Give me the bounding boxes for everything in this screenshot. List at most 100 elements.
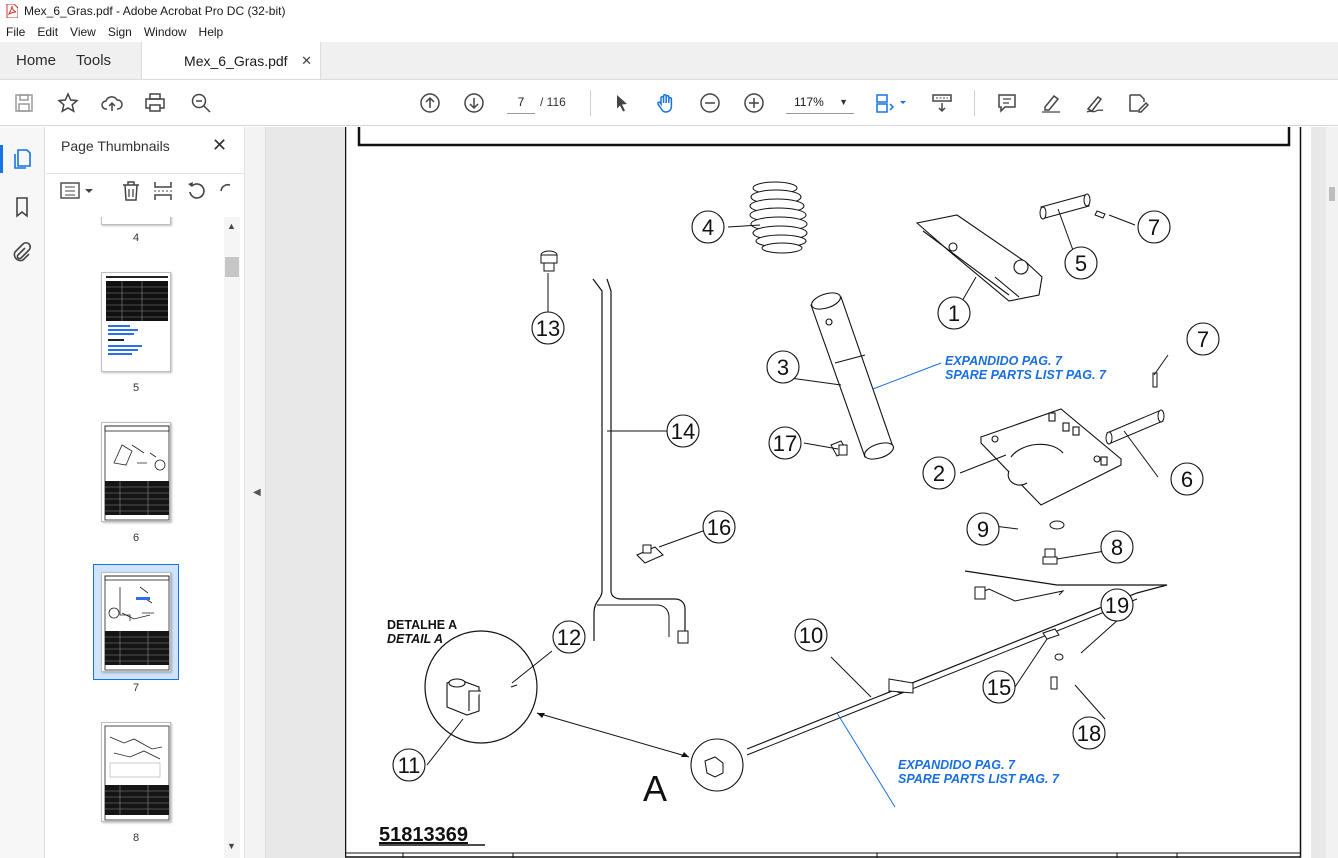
part-screw bbox=[1050, 676, 1058, 690]
scroll-up-icon[interactable]: ▲ bbox=[227, 221, 236, 231]
callout-3: 3 bbox=[777, 355, 789, 380]
print-icon[interactable] bbox=[143, 91, 167, 115]
part-arm-bracket bbox=[915, 214, 1043, 302]
callout-7b: 7 bbox=[1197, 327, 1209, 352]
page-display-icon[interactable] bbox=[874, 91, 910, 115]
rail-active-indicator bbox=[0, 145, 3, 173]
callout-18: 18 bbox=[1077, 721, 1101, 746]
tab-home[interactable]: Home bbox=[16, 52, 57, 69]
callout-12: 12 bbox=[557, 625, 581, 650]
close-tab-icon[interactable]: ✕ bbox=[301, 53, 313, 68]
highlight-pen-icon[interactable] bbox=[1039, 91, 1063, 115]
part-pipe-assembly bbox=[746, 570, 1168, 750]
menu-edit[interactable]: Edit bbox=[37, 25, 59, 39]
thumbnail-label: 5 bbox=[132, 382, 140, 394]
thumbnail-list: 4 5 bbox=[46, 217, 226, 858]
draw-sign-icon[interactable] bbox=[1083, 91, 1107, 115]
menu-help[interactable]: Help bbox=[198, 25, 224, 39]
detail-letter: A bbox=[643, 768, 667, 809]
callout-2: 2 bbox=[933, 461, 945, 486]
comment-icon[interactable] bbox=[995, 91, 1019, 115]
delete-page-icon[interactable] bbox=[120, 180, 142, 202]
callout-6: 6 bbox=[1181, 467, 1193, 492]
callout-5: 5 bbox=[1075, 251, 1087, 276]
callout-14: 14 bbox=[671, 419, 695, 444]
options-menu-icon[interactable] bbox=[60, 182, 96, 200]
upload-cloud-icon[interactable] bbox=[100, 91, 124, 115]
callout-numbers: 4 1 5 7 3 7 6 2 17 13 14 16 8 9 10 15 19… bbox=[398, 215, 1210, 778]
document-scroll-thumb[interactable] bbox=[1329, 187, 1335, 201]
page-thumbnails-panel: Page Thumbnails ✕ 4 bbox=[46, 127, 244, 858]
note-spare-parts-bottom: SPARE PARTS LIST PAG. 7 bbox=[898, 772, 1060, 786]
tab-document-label: Mex_6_Gras.pdf bbox=[184, 52, 288, 69]
page-number-input[interactable]: 7 bbox=[507, 90, 535, 114]
thumbnail-scroll-thumb[interactable] bbox=[225, 257, 239, 277]
part-fitting bbox=[830, 440, 848, 457]
callout-11: 11 bbox=[398, 753, 421, 778]
callout-13: 13 bbox=[536, 316, 560, 341]
close-panel-icon[interactable]: ✕ bbox=[212, 135, 228, 155]
insert-page-icon[interactable] bbox=[152, 180, 174, 202]
thumbnail-label: 8 bbox=[132, 832, 140, 844]
rotate-left-icon[interactable] bbox=[186, 180, 208, 202]
callout-17: 17 bbox=[773, 431, 797, 456]
panel-splitter[interactable]: ◀ bbox=[244, 127, 266, 858]
thumbnail-label: 6 bbox=[132, 532, 140, 544]
panel-title: Page Thumbnails bbox=[61, 138, 170, 154]
thumbnail-scrollbar[interactable]: ▲ ▼ bbox=[224, 217, 240, 858]
tab-bar: Home Tools Mex_6_Gras.pdf ✕ bbox=[0, 42, 1338, 80]
tab-document[interactable]: Mex_6_Gras.pdf ✕ bbox=[141, 42, 322, 79]
part-bellows bbox=[749, 181, 808, 254]
part-clamp bbox=[1042, 628, 1060, 640]
scroll-mode-icon[interactable] bbox=[930, 91, 954, 115]
save-icon[interactable] bbox=[12, 91, 36, 115]
bookmarks-icon[interactable] bbox=[10, 195, 34, 219]
callout-7a: 7 bbox=[1148, 215, 1160, 240]
bookmark-star-icon[interactable] bbox=[56, 91, 80, 115]
menu-file[interactable]: File bbox=[6, 25, 26, 39]
find-zoom-icon[interactable] bbox=[189, 91, 213, 115]
next-page-icon[interactable] bbox=[462, 91, 486, 115]
attachments-paperclip-icon[interactable] bbox=[10, 241, 34, 265]
part-hydraulic-pipe bbox=[592, 278, 686, 641]
exploded-parts-drawing: 4 1 5 7 3 7 6 2 17 13 14 16 8 9 10 15 19… bbox=[344, 127, 1302, 858]
thumbnail-page[interactable] bbox=[101, 422, 171, 522]
callout-8: 8 bbox=[1111, 535, 1123, 560]
edit-pdf-icon[interactable] bbox=[1126, 91, 1150, 115]
part-nut bbox=[1054, 653, 1064, 661]
callout-16: 16 bbox=[707, 515, 731, 540]
thumbnail-page[interactable] bbox=[101, 217, 171, 225]
thumbnail-page[interactable] bbox=[101, 272, 171, 372]
page-thumbnails-icon[interactable] bbox=[10, 147, 34, 171]
part-pin bbox=[1039, 193, 1106, 220]
detail-label-pt: DETALHE A bbox=[387, 618, 457, 632]
callout-19: 19 bbox=[1105, 593, 1129, 618]
zoom-level-dropdown[interactable]: 117% ▼ bbox=[786, 90, 854, 114]
menu-view[interactable]: View bbox=[70, 25, 96, 39]
select-cursor-icon[interactable] bbox=[610, 91, 634, 115]
document-scrollbar[interactable] bbox=[1326, 127, 1338, 858]
chevron-down-icon: ▼ bbox=[839, 97, 848, 107]
hand-tool-icon[interactable] bbox=[654, 91, 678, 115]
tab-tools[interactable]: Tools bbox=[76, 52, 112, 69]
scroll-down-icon[interactable]: ▼ bbox=[227, 841, 236, 851]
callout-9: 9 bbox=[977, 517, 989, 542]
thumbnail-page-current[interactable] bbox=[101, 572, 171, 672]
toolbar-divider bbox=[974, 90, 975, 116]
callout-4: 4 bbox=[702, 215, 714, 240]
page-total: / 116 bbox=[540, 95, 566, 109]
thumbnail-toolbar bbox=[46, 173, 244, 207]
zoom-out-icon[interactable] bbox=[698, 91, 722, 115]
rotate-right-icon[interactable] bbox=[218, 180, 232, 202]
note-expandido-top: EXPANDIDO PAG. 7 bbox=[945, 354, 1063, 368]
zoom-in-icon[interactable] bbox=[742, 91, 766, 115]
main-toolbar bbox=[0, 80, 1338, 126]
note-spare-parts-top: SPARE PARTS LIST PAG. 7 bbox=[945, 368, 1107, 382]
part-washer bbox=[1049, 520, 1065, 530]
zoom-level-value: 117% bbox=[794, 95, 824, 109]
menu-window[interactable]: Window bbox=[143, 25, 187, 39]
previous-page-icon[interactable] bbox=[418, 91, 442, 115]
menu-sign[interactable]: Sign bbox=[107, 25, 132, 39]
thumbnail-page[interactable] bbox=[101, 722, 171, 822]
collapse-panel-icon[interactable]: ◀ bbox=[253, 487, 261, 498]
